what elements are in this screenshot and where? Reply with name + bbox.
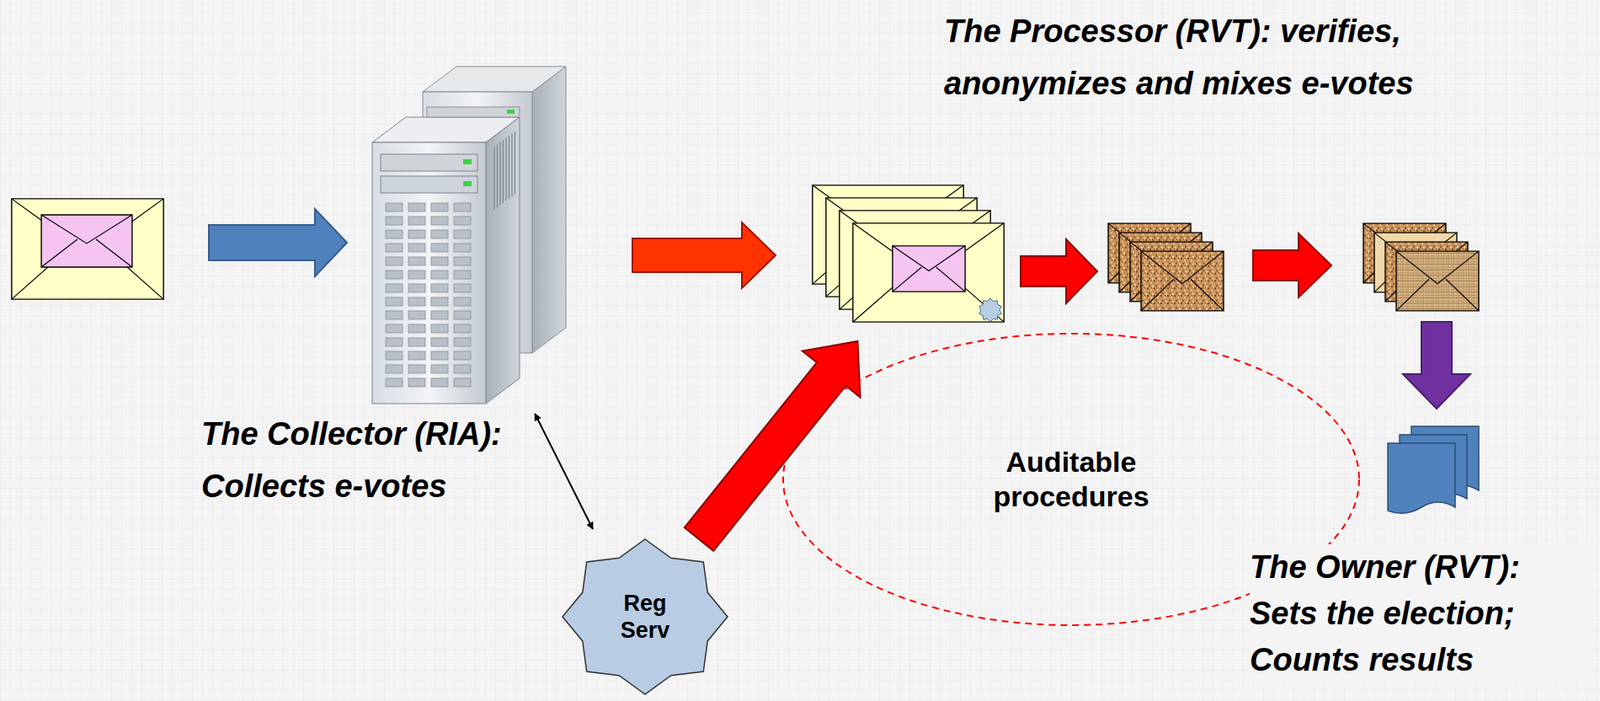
star-label: Reg Serv bbox=[607, 589, 683, 645]
server-icon: The Collector (RIA): Collects e-votes bbox=[372, 66, 566, 404]
blue-arrow bbox=[208, 208, 347, 277]
server-icon-shape bbox=[372, 66, 566, 404]
owner-label: The Owner (RVT): Sets the election; Coun… bbox=[1249, 544, 1591, 683]
anonymized-envelopes bbox=[1108, 223, 1224, 311]
red-arrow bbox=[1253, 233, 1332, 298]
mixed-envelopes bbox=[1363, 223, 1479, 311]
results-documents-shape bbox=[1387, 426, 1480, 516]
double-arrow-line bbox=[534, 413, 593, 529]
collector-label: The Collector (RIA): Collects e-votes bbox=[201, 407, 564, 512]
red-arrow bbox=[1020, 239, 1098, 304]
processor-label: The Processor (RVT): verifies, anonymize… bbox=[944, 5, 1416, 110]
evote-envelope bbox=[11, 198, 164, 299]
results-documents: The Owner (RVT): Sets the election; Coun… bbox=[1387, 426, 1480, 516]
purple-arrow bbox=[1402, 321, 1471, 409]
audit-label: Auditable procedures bbox=[970, 444, 1173, 514]
block-arrow bbox=[684, 341, 861, 551]
envelope-stack: The Processor (RVT): verifies, anonymize… bbox=[810, 183, 1006, 325]
registration-star-shape bbox=[560, 537, 730, 696]
envelope-stack-shape bbox=[810, 183, 1006, 325]
block-arrow bbox=[632, 222, 776, 288]
registration-star: Reg Serv bbox=[560, 537, 730, 696]
